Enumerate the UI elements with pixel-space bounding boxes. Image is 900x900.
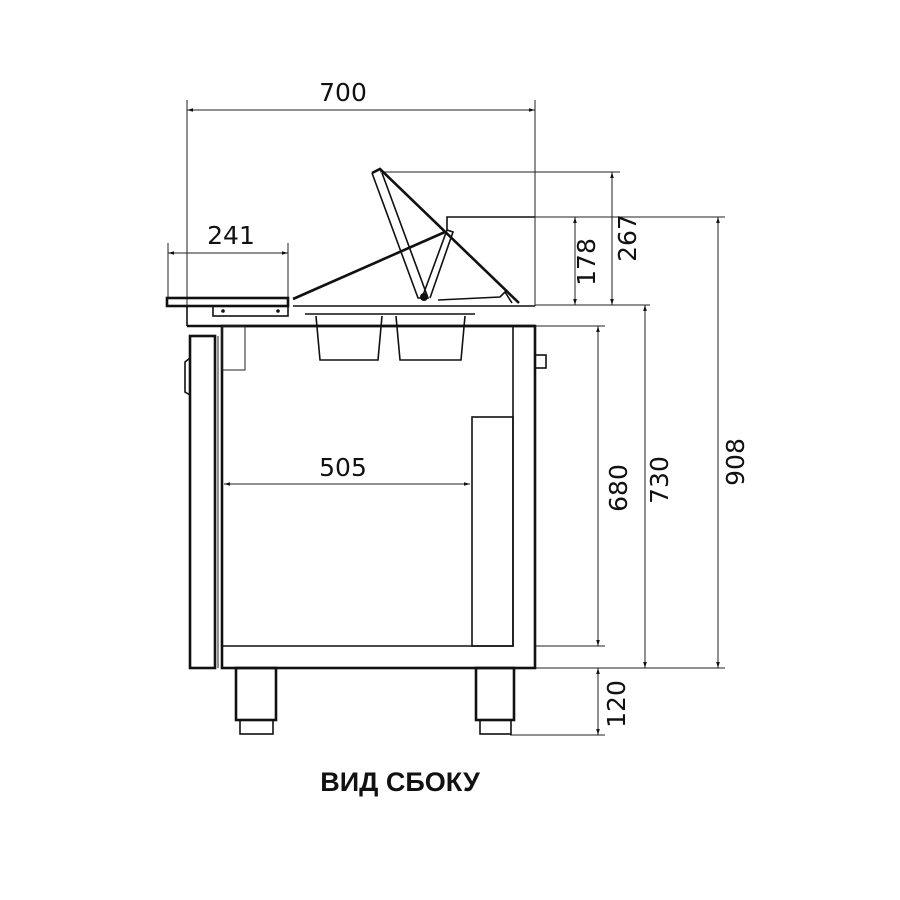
dim-120-label: 120 bbox=[602, 680, 631, 728]
dimension-700 bbox=[186, 100, 536, 306]
view-caption: ВИД СБОКУ bbox=[320, 767, 481, 797]
legs bbox=[234, 666, 516, 735]
dimension-right-side bbox=[380, 171, 725, 736]
lid bbox=[292, 167, 535, 304]
dimension-241 bbox=[167, 243, 289, 298]
cabinet bbox=[165, 296, 547, 670]
dim-730-label: 730 bbox=[645, 456, 674, 504]
dim-505-label: 505 bbox=[319, 453, 367, 482]
dim-680-label: 680 bbox=[604, 464, 633, 512]
dim-267-label: 267 bbox=[613, 214, 642, 262]
dim-908-label: 908 bbox=[721, 438, 750, 486]
dim-241-label: 241 bbox=[207, 221, 255, 250]
dim-700-label: 700 bbox=[319, 78, 367, 107]
pans bbox=[305, 313, 475, 361]
dim-178-label: 178 bbox=[572, 238, 601, 286]
